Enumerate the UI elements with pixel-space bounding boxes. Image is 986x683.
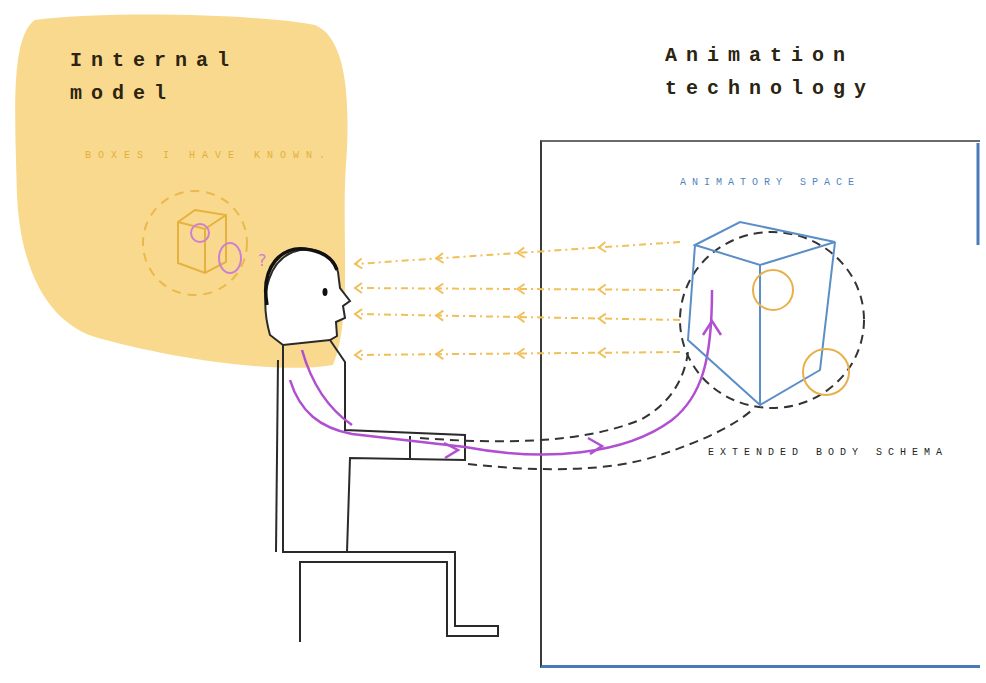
action-arrowhead [444, 321, 721, 458]
chair-back [276, 360, 278, 552]
remembered-box [178, 210, 226, 273]
hair [266, 249, 337, 305]
node-heading: Internal model [70, 44, 300, 110]
internal-model-blob: Internal modelBOXES I HAVE KNOWN. [15, 15, 355, 370]
person-body [283, 340, 498, 642]
edge-group [355, 242, 680, 355]
pink-circle [219, 243, 241, 273]
orange-circle [803, 349, 849, 395]
action-line [290, 290, 712, 454]
animated-box [688, 222, 835, 405]
node-note: BOXES I HAVE KNOWN. [85, 150, 355, 162]
schema-outline [468, 410, 752, 469]
node-heading: ANIMATORY SPACE [680, 177, 880, 189]
screen-edge [977, 143, 980, 245]
memory-circle [143, 191, 247, 295]
blob-fill [15, 15, 347, 368]
perception-arrow [355, 288, 680, 290]
eye [323, 288, 328, 296]
perception-arrow [355, 314, 680, 320]
question-mark: ? [258, 252, 278, 270]
keyboard [409, 436, 411, 458]
region-label: EXTENDED BODY SCHEMA [708, 447, 968, 459]
technology-panel: Animation technologyANIMATORY SPACE [540, 140, 980, 668]
node-outline [680, 232, 864, 408]
animatory-space: ANIMATORY SPACE [680, 232, 864, 408]
orange-circle [753, 270, 793, 310]
schema-outline [420, 352, 688, 441]
pink-circle [191, 224, 209, 242]
person-head [265, 250, 350, 345]
node-heading: Animation technology [665, 39, 925, 105]
perception-arrow [355, 352, 680, 355]
action-line [302, 350, 352, 425]
perception-arrow [355, 242, 680, 264]
space-outline [680, 232, 864, 408]
